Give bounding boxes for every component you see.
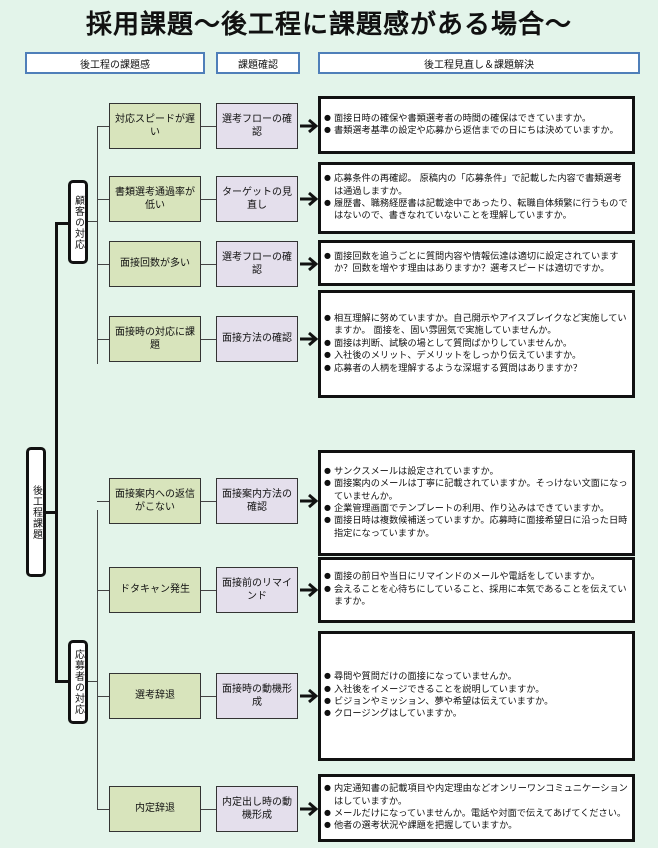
solution-item: 履歴書、職務経歴書は記載途中であったり、転職自体頻繁に行うものではないので、書き…: [324, 198, 629, 223]
solution-box: 面接の前日や当日にリマインドのメールや電話をしていますか。会えることを心待ちにし…: [318, 557, 635, 623]
root-label: 後工程課題: [26, 447, 46, 577]
solution-item: 応募条件の再確認。 原稿内の「応募条件」で記載した内容で書類選考は通過しますか。: [324, 173, 629, 198]
check-box: 面接方法の確認: [216, 316, 298, 362]
connector: [201, 809, 216, 810]
connector: [201, 264, 216, 265]
solution-item: 尋問や質問だけの面接になっていませんか。: [324, 671, 629, 683]
connector: [201, 696, 216, 697]
solution-item: 他者の選考状況や課題を把握していますか。: [324, 820, 629, 832]
solution-box: 面接日時の確保や書類選考者の時間の確保はできていますか。書類選考基準の設定や応募…: [318, 96, 635, 154]
solution-item: 面接の前日や当日にリマインドのメールや電話をしていますか。: [324, 571, 629, 583]
connector: [55, 680, 69, 683]
header-solution-column: 後工程見直し＆課題解決: [318, 52, 640, 74]
connector: [46, 511, 57, 514]
solution-item: 面接は判断、試験の場として質問ばかりしていませんか。: [324, 338, 629, 350]
issue-box: 書類選考通過率が低い: [109, 176, 201, 222]
issue-box: 内定辞退: [109, 786, 201, 832]
solution-item: 企業管理画面でテンプレートの利用、作り込みはできていますか。: [324, 503, 629, 515]
connector: [97, 199, 109, 200]
connector: [201, 199, 216, 200]
connector: [97, 510, 98, 809]
solution-item: 入社後をイメージできることを説明していますか。: [324, 684, 629, 696]
issue-box: 対応スピードが遅い: [109, 103, 201, 149]
solution-list: 面接の前日や当日にリマインドのメールや電話をしていますか。会えることを心待ちにし…: [324, 571, 629, 608]
check-box: 内定出し時の動機形成: [216, 786, 298, 832]
solution-box: 応募条件の再確認。 原稿内の「応募条件」で記載した内容で書類選考は通過しますか。…: [318, 162, 635, 234]
connector: [88, 221, 98, 222]
connector: [97, 501, 109, 502]
connector: [97, 126, 98, 364]
check-box: 選考フローの確認: [216, 103, 298, 149]
arrow-right-icon: [300, 688, 318, 704]
arrow-right-icon: [300, 331, 318, 347]
connector: [97, 339, 109, 340]
solution-item: 書類選考基準の設定や応募から返信までの日にちは決めていますか。: [324, 125, 629, 137]
solution-box: 尋問や質問だけの面接になっていませんか。入社後をイメージできることを説明していま…: [318, 631, 635, 761]
solution-list: 面接日時の確保や書類選考者の時間の確保はできていますか。書類選考基準の設定や応募…: [324, 113, 629, 138]
solution-box: 内定通知書の記載項目や内定理由などオンリーワンコミュニケーションはしていますか。…: [318, 774, 635, 842]
solution-list: 面接回数を追うごとに質問内容や情報伝達は適切に設定されていますか？回数を増やす理…: [324, 251, 629, 276]
connector: [201, 126, 216, 127]
issue-box: 面接案内への返信がこない: [109, 478, 201, 524]
solution-item: 入社後のメリット、デメリットをしっかり伝えていますか。: [324, 350, 629, 362]
solution-item: メールだけになっていませんか。電話や対面で伝えてあげてください。: [324, 808, 629, 820]
solution-list: 相互理解に努めていますか。自己開示やアイスブレイクなど実施していますか。 面接を…: [324, 313, 629, 375]
solution-item: 面接案内のメールは丁寧に記載されていますか。そっけない文面になっていませんか。: [324, 478, 629, 503]
solution-item: 応募者の人柄を理解するような深堀する質問はありますか？: [324, 363, 629, 375]
page-title: 採用課題～後工程に課題感がある場合～: [85, 10, 572, 40]
solution-item: 面接日時の確保や書類選考者の時間の確保はできていますか。: [324, 113, 629, 125]
solution-item: 内定通知書の記載項目や内定理由などオンリーワンコミュニケーションはしていますか。: [324, 783, 629, 808]
issue-box: 面接回数が多い: [109, 241, 201, 287]
arrow-right-icon: [300, 582, 318, 598]
connector: [97, 264, 109, 265]
connector: [201, 590, 216, 591]
check-box: 面接前のリマインド: [216, 567, 298, 613]
arrow-right-icon: [300, 118, 318, 134]
issue-box: 面接時の対応に課題: [109, 316, 201, 362]
connector: [55, 222, 69, 225]
solution-box: 相互理解に努めていますか。自己開示やアイスブレイクなど実施していますか。 面接を…: [318, 290, 635, 398]
solution-item: サンクスメールは設定されていますか。: [324, 466, 629, 478]
check-box: 選考フローの確認: [216, 241, 298, 287]
issue-box: 選考辞退: [109, 673, 201, 719]
solution-list: 応募条件の再確認。 原稿内の「応募条件」で記載した内容で書類選考は通過しますか。…: [324, 173, 629, 223]
solution-item: 面接日時は複数候補送っていますか。応募時に面接希望日に沿った日時指定になっていま…: [324, 515, 629, 540]
solution-box: 面接回数を追うごとに質問内容や情報伝達は適切に設定されていますか？回数を増やす理…: [318, 240, 635, 286]
header-issue-column: 後工程の課題感: [25, 52, 205, 74]
arrow-right-icon: [300, 493, 318, 509]
solution-box: サンクスメールは設定されていますか。面接案内のメールは丁寧に記載されていますか。…: [318, 450, 635, 556]
issue-box: ドタキャン発生: [109, 567, 201, 613]
check-box: 面接案内方法の確認: [216, 478, 298, 524]
solution-item: 相互理解に努めていますか。自己開示やアイスブレイクなど実施していますか。 面接を…: [324, 313, 629, 338]
connector: [201, 501, 216, 502]
connector: [55, 222, 58, 682]
group-label-applicant: 応募者の対応: [68, 640, 88, 724]
solution-item: クロージングはしていますか。: [324, 708, 629, 720]
check-box: 面接時の動機形成: [216, 673, 298, 719]
check-box: ターゲットの見直し: [216, 176, 298, 222]
connector: [97, 126, 109, 127]
arrow-right-icon: [300, 191, 318, 207]
connector: [88, 681, 98, 682]
group-label-customer: 顧客の対応: [68, 180, 88, 264]
connector: [201, 339, 216, 340]
solution-item: ビジョンやミッション、夢や希望は伝えていますか。: [324, 696, 629, 708]
arrow-right-icon: [300, 801, 318, 817]
solution-item: 会えることを心待ちにしていること、採用に本気であることを伝えていますか。: [324, 584, 629, 609]
solution-list: サンクスメールは設定されていますか。面接案内のメールは丁寧に記載されていますか。…: [324, 466, 629, 541]
connector: [97, 590, 109, 591]
arrow-right-icon: [300, 256, 318, 272]
solution-list: 尋問や質問だけの面接になっていませんか。入社後をイメージできることを説明していま…: [324, 671, 629, 721]
connector: [97, 696, 109, 697]
solution-list: 内定通知書の記載項目や内定理由などオンリーワンコミュニケーションはしていますか。…: [324, 783, 629, 833]
connector: [97, 809, 109, 810]
header-check-column: 課題確認: [216, 52, 300, 74]
solution-item: 面接回数を追うごとに質問内容や情報伝達は適切に設定されていますか？回数を増やす理…: [324, 251, 629, 276]
